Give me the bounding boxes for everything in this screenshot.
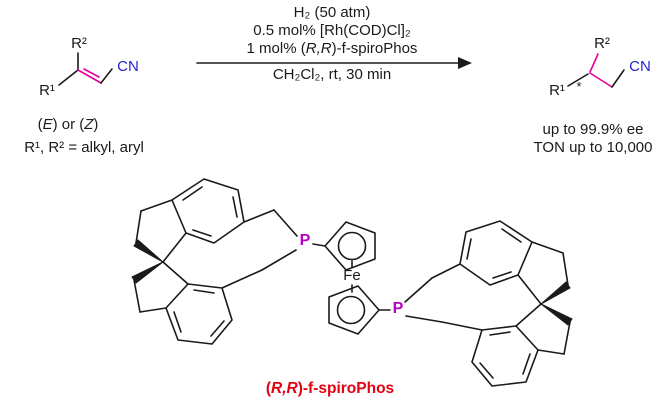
double-bond-main xyxy=(77,69,102,84)
isomer-pre: ( xyxy=(37,116,43,133)
ligand-name-post: )-f-spiroPhos xyxy=(297,380,395,397)
conditions-line-2: 0.5 mol% [Rh(COD)Cl]₂ xyxy=(253,22,411,39)
substituent-note: R¹, R² = alkyl, aryl xyxy=(24,139,144,156)
right-arm-upper-2 xyxy=(431,263,461,279)
ligand-structure xyxy=(131,178,573,387)
right-arm-lower-1 xyxy=(405,315,443,323)
left-spiro-wedge-down xyxy=(131,261,164,284)
ferrocene-core xyxy=(312,221,391,335)
isomer-e: E xyxy=(42,116,53,133)
bond-ch2-cn xyxy=(611,69,625,88)
cp-ring-bottom-circle xyxy=(336,295,366,325)
arrow-head xyxy=(458,57,472,69)
ee-note: up to 99.9% ee xyxy=(542,121,644,138)
right-arm-lower-2 xyxy=(441,321,483,331)
cp-ring-top xyxy=(324,221,376,271)
product-structure xyxy=(567,53,625,88)
stereocenter-mark: * xyxy=(576,79,582,94)
product-r2-label: R² xyxy=(594,35,610,52)
reactant-structure xyxy=(58,52,113,86)
ligand-name-pre: ( xyxy=(265,380,272,397)
cp-ring-bottom xyxy=(328,285,380,335)
ligand-name-italic: R,R xyxy=(271,380,298,397)
isomer-mid: ) or ( xyxy=(52,116,85,133)
right-spiro-wedge-up xyxy=(540,281,571,305)
phosphorus-label-top: P xyxy=(299,232,311,249)
cp-ring-top-circle xyxy=(337,231,367,261)
right-arm-upper-1 xyxy=(404,277,433,303)
left-arm-upper-1 xyxy=(243,209,275,223)
left-spiro-wedge-up xyxy=(133,239,164,263)
reactant-r2-label: R² xyxy=(71,35,87,52)
iron-label: Fe xyxy=(343,267,361,284)
conditions-line-1: H₂ (50 atm) xyxy=(293,4,371,21)
reactant-r1-label: R¹ xyxy=(39,82,55,99)
isomer-post: ) xyxy=(93,116,99,133)
left-lower-benzene xyxy=(165,283,233,345)
ton-note: TON up to 10,000 xyxy=(533,139,653,156)
bond-r1 xyxy=(58,69,79,86)
bond-cp-p-top xyxy=(312,243,326,247)
reaction-arrow xyxy=(196,57,472,69)
right-spirobiindane xyxy=(404,220,573,387)
double-bond-inner xyxy=(83,68,100,78)
reactant-cn-label: CN xyxy=(117,58,139,75)
conditions-line-3: 1 mol% (R,R)-f-spiroPhos xyxy=(232,41,432,57)
ligand-name: (R,R)-f-spiroPhos xyxy=(230,381,430,397)
conditions-line-3-post: )-f-spiroPhos xyxy=(331,40,418,57)
left-arm-lower-2 xyxy=(221,269,263,289)
phosphorus-label-bottom: P xyxy=(392,300,404,317)
conditions-line-3-italic: R,R xyxy=(305,40,332,57)
bond-r1-stereocenter xyxy=(567,73,589,87)
bond-stereocenter-ch2 xyxy=(589,72,613,88)
right-lower-benzene xyxy=(471,325,539,387)
left-arm-lower-1 xyxy=(261,249,297,271)
conditions-line-4: CH₂Cl₂, rt, 30 min xyxy=(272,66,392,83)
isomer-z: Z xyxy=(84,116,94,133)
left-arm-upper-2 xyxy=(273,209,298,237)
product-cn-label: CN xyxy=(629,58,651,75)
bond-r2-stereocenter xyxy=(589,53,599,73)
product-r1-label: R¹ xyxy=(549,82,565,99)
left-upper-benzene xyxy=(171,178,245,244)
left-spirobiindane xyxy=(131,178,298,345)
bond-to-cn xyxy=(100,68,113,84)
isomer-note: (E) or (Z) xyxy=(10,117,126,133)
conditions-line-3-pre: 1 mol% ( xyxy=(246,40,306,57)
right-upper-benzene xyxy=(459,220,533,286)
right-spiro-wedge-down xyxy=(540,303,573,326)
